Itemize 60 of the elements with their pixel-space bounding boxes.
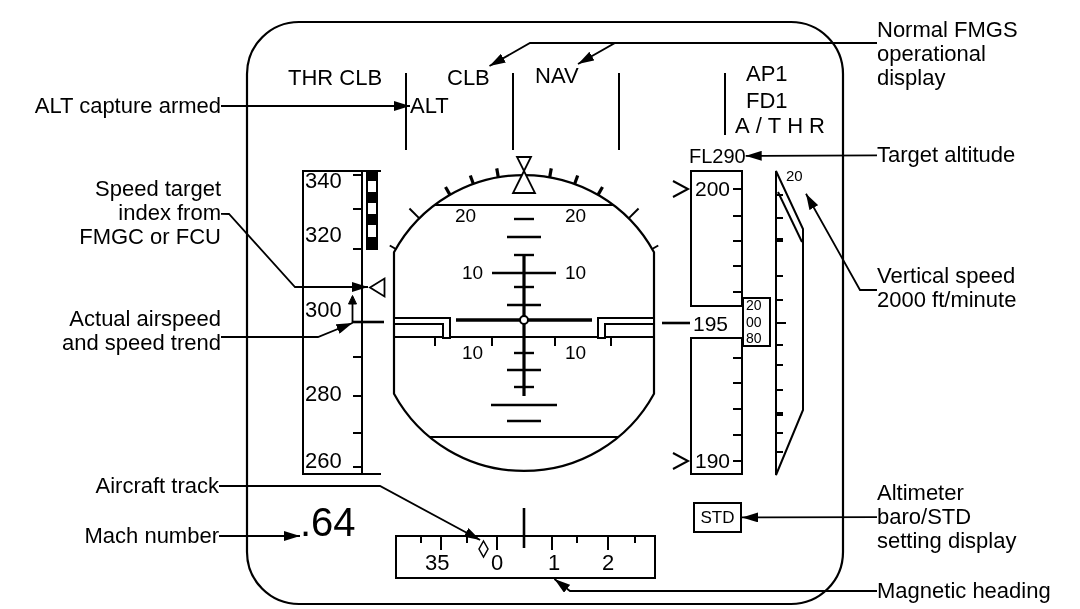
altitude-value: 80 [746,331,762,346]
altitude-value: 190 [695,450,731,472]
callout-text: Normal FMGS operational display [877,18,1027,90]
speed-value: 320 [305,225,342,245]
leader-arrow [805,192,878,291]
leader-arrow [220,213,369,292]
speed-value: 260 [305,451,342,471]
pitch-value: 10 [565,263,587,283]
callout-text: Aircraft track [95,474,219,498]
callout-text: Mach number [84,524,219,548]
altitude-readout: 195 [693,312,729,336]
heading-value: 1 [548,553,561,573]
leader-arrow [218,531,301,541]
callout-text: Vertical speed 2000 ft/minute [877,264,1027,312]
leader-arrow [577,42,878,65]
up-arrow-icon [348,295,357,323]
mode-annunciation: THR CLB [288,66,383,90]
leader-arrow [220,322,354,338]
speed-value: 300 [305,300,342,320]
mode-annunciation: CLB [447,66,490,90]
altitude-drum [742,297,771,347]
mode-annunciation: A/THR [735,114,831,138]
mach-readout: .64 [300,499,356,545]
pitch-value: 10 [565,343,587,363]
speed-value: 340 [305,171,342,191]
triangle-icon [368,277,386,298]
pitch-value: 20 [455,206,477,226]
leader-arrow [741,512,878,523]
altitude-tape [690,337,743,475]
heading-tape [395,535,656,579]
callout-text: Actual airspeed and speed trend [53,307,221,355]
speed-tape [302,170,381,475]
heading-value: 35 [425,553,450,573]
leader-arrow [744,150,878,161]
pitch-value: 10 [462,343,484,363]
mode-annunciation: NAV [535,64,579,88]
callout-text: Target altitude [877,143,1016,167]
altitude-value: 00 [746,315,762,330]
pitch-value: 10 [462,263,484,283]
heading-value: 2 [602,553,615,573]
altitude-value: 20 [746,298,762,313]
mode-annunciation: AP1 [746,62,788,86]
leader-arrow [218,485,481,541]
callout-text: Magnetic heading [877,579,1051,603]
mode-annunciation: FD1 [746,89,788,113]
altitude-value: 200 [695,178,731,200]
leader-arrow [553,578,878,593]
mode-annunciation: ALT [410,94,449,118]
callout-text: Altimeter baro/STD setting display [877,481,1027,553]
callout-text: Speed target index from FMGC or FCU [71,177,221,249]
callout-text: ALT capture armed [34,94,221,118]
heading-value: 0 [491,553,504,573]
altitude-readout: FL290 [689,144,746,168]
pitch-value: 20 [565,206,587,226]
diamond-icon [478,540,489,558]
speed-value: 280 [305,384,342,404]
leader-arrow [220,101,411,111]
scale-value: 20 [786,167,803,184]
altitude-tape [690,170,743,307]
baro-setting-readout: STD [693,502,742,533]
